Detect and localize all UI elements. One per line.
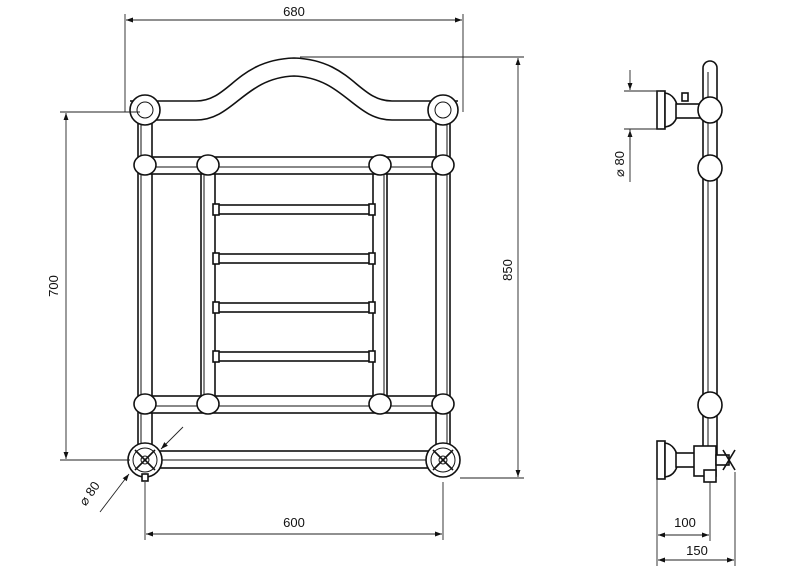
inner-right-post (372, 159, 388, 411)
dim-depth-150: 150 (658, 472, 736, 566)
side-top-bracket (656, 90, 703, 130)
dim-label-850: 850 (500, 259, 515, 281)
dim-flange-diameter: ⌀ 80 (612, 70, 660, 182)
lower-bar (139, 395, 449, 414)
side-view: ⌀ 80 100 150 (612, 60, 736, 566)
top-right-ring (427, 94, 459, 126)
side-knob-lower (697, 391, 723, 419)
inner-rungs (212, 203, 376, 363)
dim-valve-diameter: ⌀ 80 (76, 426, 184, 513)
dim-label-680: 680 (283, 4, 305, 19)
dim-label-600: 600 (283, 515, 305, 530)
dim-label-flange-80: ⌀ 80 (612, 151, 627, 177)
side-knob-top (697, 96, 723, 124)
front-view: 680 600 700 850 ⌀ 80 (46, 4, 524, 540)
dim-height-700: 700 (46, 111, 140, 461)
dim-width-680: 680 (124, 4, 464, 112)
dim-height-850: 850 (300, 56, 524, 479)
dim-label-150: 150 (686, 543, 708, 558)
side-knob-upper (697, 154, 723, 182)
left-valve-icon (127, 442, 163, 482)
inner-left-post (200, 159, 216, 411)
top-left-ring (129, 94, 161, 126)
bar-knobs (133, 154, 455, 415)
side-bottom-valve (656, 440, 736, 483)
dim-depth-100: 100 (656, 479, 711, 566)
dim-label-valve-80: ⌀ 80 (76, 479, 103, 509)
arched-top-rail (130, 57, 458, 102)
upper-bar (139, 156, 449, 175)
dim-label-100: 100 (674, 515, 696, 530)
dim-width-600: 600 (144, 482, 444, 540)
dim-label-700: 700 (46, 275, 61, 297)
right-valve-icon (425, 442, 461, 478)
